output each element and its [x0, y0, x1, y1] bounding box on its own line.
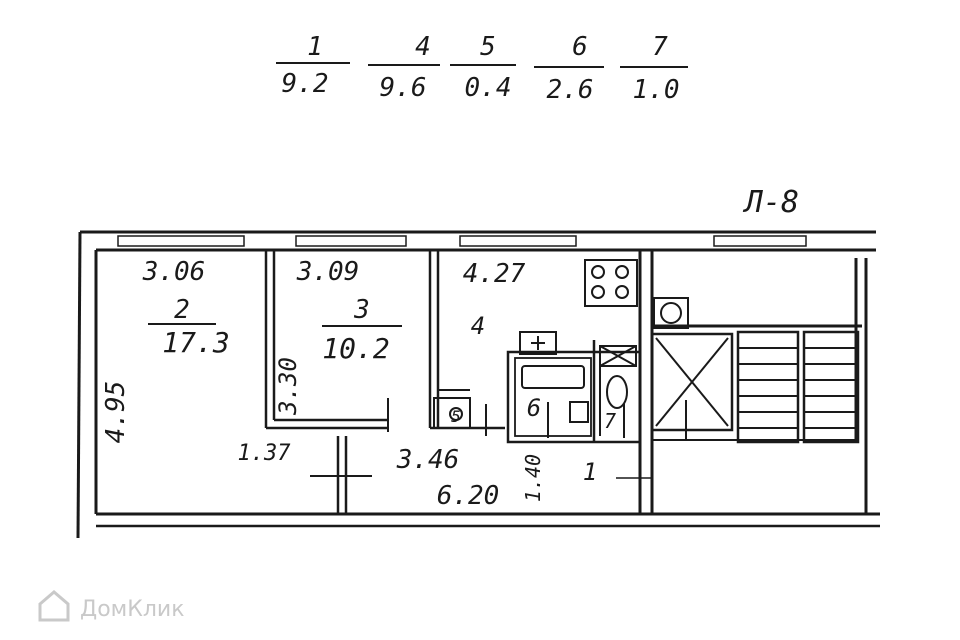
cistern-icon — [599, 345, 637, 367]
elevator-icon — [650, 297, 734, 432]
dimension-label: 1.40 — [521, 454, 545, 502]
dimensions: 1.37 3.46 6.20 1.40 — [238, 441, 652, 511]
watermark: ДомКлик — [38, 590, 185, 622]
window — [117, 235, 245, 247]
area-legend: 1 9.2 4 9.6 5 0.4 6 2.6 7 1.0 — [276, 32, 688, 105]
room-area: 10.2 — [322, 332, 389, 365]
legend-room-number: 5 — [480, 32, 496, 62]
stairwell — [650, 258, 868, 514]
room-height: 4.95 — [101, 381, 131, 444]
outer-walls — [76, 230, 880, 539]
legend-room-number: 7 — [652, 32, 668, 62]
legend-room-area: 9.2 — [282, 69, 329, 99]
legend-room-number: 4 — [415, 32, 431, 62]
room-5-number: 5 — [451, 407, 461, 426]
drain-icon — [449, 407, 463, 421]
sink-icon — [519, 331, 557, 355]
room-width: 4.27 — [463, 259, 526, 289]
watermark-text: ДомКлик — [80, 597, 185, 622]
stove-icon — [584, 259, 638, 307]
legend-room-area: 1.0 — [633, 75, 680, 105]
room-number: 4 — [471, 312, 485, 340]
legend-item-5: 5 0.4 — [450, 32, 516, 103]
room-1-number: 1 — [583, 458, 597, 486]
washbasin-icon — [569, 401, 589, 423]
stairs-icon — [736, 330, 860, 444]
window — [295, 235, 407, 247]
dimension-label: 1.37 — [238, 441, 292, 466]
legend-room-number: 1 — [307, 32, 323, 62]
dimension-label: 3.46 — [396, 445, 460, 475]
room-height: 3.30 — [274, 357, 302, 416]
legend-item-6: 6 2.6 — [534, 32, 604, 105]
room-2: 3.06 2 17.3 4.95 — [101, 257, 230, 443]
house-logo-icon — [38, 590, 70, 622]
room-6-number: 6 — [527, 394, 541, 422]
windows — [117, 235, 807, 247]
bathtub-icon — [521, 365, 585, 389]
legend-item-4: 4 9.6 — [368, 32, 440, 103]
room-4: 4.27 4 — [463, 259, 526, 340]
room-width: 3.06 — [142, 257, 206, 287]
dimension-label: 6.20 — [437, 481, 500, 511]
sheet-label: Л-8 — [742, 185, 799, 220]
window — [713, 235, 807, 247]
room-area: 17.3 — [162, 326, 229, 359]
room-width: 3.09 — [296, 257, 360, 287]
bathroom-block — [387, 331, 642, 444]
legend-room-area: 2.6 — [547, 75, 594, 105]
room-7-number: 7 — [604, 409, 616, 433]
legend-room-number: 6 — [572, 32, 588, 62]
toilet-icon — [606, 375, 628, 409]
legend-item-1: 1 9.2 — [276, 32, 350, 99]
room-3: 3.09 3 10.2 3.30 — [274, 257, 402, 416]
room-number: 3 — [353, 295, 370, 325]
room-number: 2 — [174, 295, 190, 325]
legend-room-area: 0.4 — [465, 73, 512, 103]
legend-room-area: 9.6 — [380, 73, 427, 103]
legend-item-7: 7 1.0 — [620, 32, 688, 105]
window — [459, 235, 577, 247]
